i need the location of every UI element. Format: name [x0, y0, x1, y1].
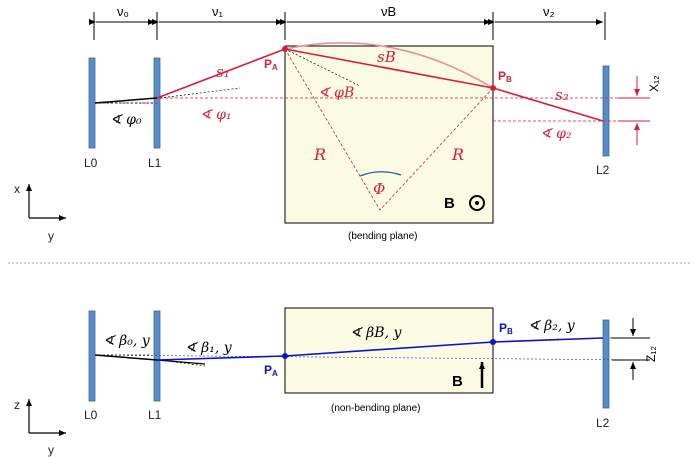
label-betaB: ∢ βB, y [350, 325, 402, 341]
phi-angle-arc [359, 171, 402, 177]
axis-y-label-top: y [48, 229, 54, 243]
magnet-box-bottom [284, 307, 494, 394]
label-b-top: B [444, 195, 455, 212]
label-beta2: ∢ β₂, y [528, 318, 576, 334]
beam-b0-ext [156, 359, 206, 365]
label-s1: s₁ [216, 63, 230, 81]
axes-bottom [26, 399, 66, 436]
beam-bB [284, 341, 494, 357]
beam-s0 [94, 97, 158, 104]
label-R-right: R [451, 145, 464, 164]
dim-vB: νB [381, 4, 396, 19]
caption-bending-plane: (bending plane) [348, 231, 418, 242]
lens-l0-top [88, 57, 96, 149]
lens-l2-top [602, 65, 610, 157]
beam-chord [284, 48, 494, 89]
lens-l0-label-bottom: L0 [84, 408, 98, 422]
lens-l1-label-top: L1 [148, 156, 162, 170]
label-s2: s₂ [555, 86, 569, 104]
top-dimension-lines [89, 12, 606, 40]
beam-arc-sB [284, 41, 494, 89]
label-pb-bottom: PB [499, 321, 513, 336]
label-phi2: ∢ φ₂ [540, 126, 572, 142]
label-pa-top: PA [264, 57, 278, 72]
dim-v1: ν₁ [212, 4, 224, 19]
point-pa-bottom [282, 353, 288, 359]
lens-l2-label-bottom: L2 [596, 416, 610, 430]
label-pb-top: PB [498, 69, 512, 84]
label-beta1: ∢ β₁, y [185, 340, 233, 356]
label-phi0: ∢ φ₀ [110, 112, 142, 128]
label-x12: X₁₂ [647, 75, 661, 92]
beam-b2 [492, 337, 604, 343]
beam-s1 [156, 48, 286, 99]
label-Phi: Φ [373, 180, 385, 198]
beam-s2 [492, 87, 604, 122]
point-pa-top [282, 46, 288, 52]
beam-b0 [94, 354, 158, 361]
label-phi1: ∢ φ₁ [200, 107, 232, 123]
dim-v2: ν₂ [543, 4, 555, 19]
lens-l0-bottom [88, 310, 96, 402]
lens-l0-label-top: L0 [84, 156, 98, 170]
lens-l2-bottom [602, 319, 610, 409]
phiB-dashed-line [284, 48, 361, 87]
beam-b1 [156, 355, 286, 361]
label-b-bottom: B [452, 373, 463, 390]
label-R-left: R [313, 145, 326, 164]
axis-z-label-bottom: z [14, 398, 20, 412]
label-sB: sB [377, 48, 396, 66]
dim-v0: ν₀ [117, 4, 129, 19]
axis-y-label-bottom: y [48, 443, 54, 457]
label-z12: Z₁₂ [644, 346, 658, 362]
b-field-out-dot [475, 201, 479, 205]
axis-x-label-top: x [14, 182, 20, 196]
lens-l2-label-top: L2 [596, 163, 610, 177]
label-beta0: ∢ β₀, y [103, 333, 151, 349]
lens-l1-bottom [153, 310, 161, 402]
magnet-box-top [284, 45, 494, 224]
lens-l1-label-bottom: L1 [148, 408, 162, 422]
point-pb-top [490, 85, 496, 91]
axes-top [26, 184, 66, 221]
caption-non-bending-plane: (non-bending plane) [331, 403, 421, 414]
x12-dimension [618, 76, 650, 145]
phi1-dashed-line [159, 87, 241, 99]
label-pa-bottom: PA [264, 363, 278, 378]
point-pb-bottom [490, 339, 496, 345]
label-phiB: ∢ φB [318, 85, 354, 101]
z12-dimension [612, 318, 650, 380]
b-field-out-icon [469, 195, 485, 211]
